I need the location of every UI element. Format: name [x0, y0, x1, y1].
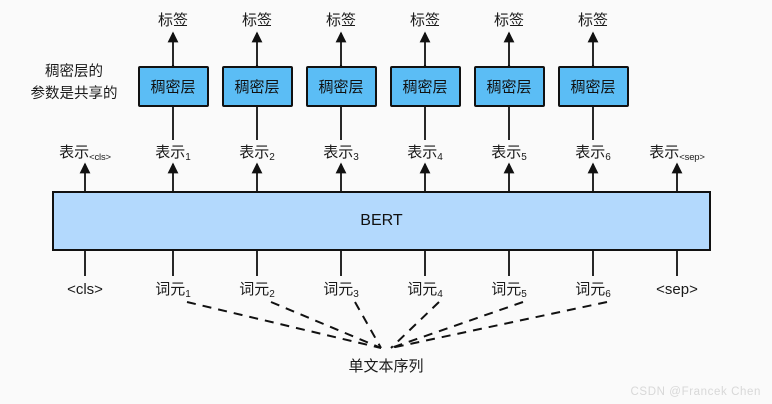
dense-layer-box-6[interactable]: 稠密层 — [557, 66, 629, 107]
dense-layer-box-5[interactable]: 稠密层 — [473, 66, 545, 107]
representation-label-3: 表示3 — [323, 144, 359, 163]
output-label-5: 标签 — [493, 12, 525, 29]
dense-layer-box-3[interactable]: 稠密层 — [305, 66, 377, 107]
sequence-leader-line-5 — [390, 301, 524, 349]
output-label-4: 标签 — [409, 12, 441, 29]
output-label-2: 标签 — [241, 12, 273, 29]
representation-label-base: 表示 — [649, 144, 680, 161]
shared-parameters-note-line1: 稠密层的 — [45, 64, 103, 80]
representation-label-4: 表示4 — [407, 144, 443, 163]
sequence-leader-line-3 — [354, 301, 382, 349]
dense-layer-box-1[interactable]: 稠密层 — [137, 66, 209, 107]
representation-label-base: 表示 — [407, 144, 438, 161]
token-label-0: <cls> — [67, 281, 103, 298]
sequence-leader-line-1 — [186, 301, 382, 349]
token-label-base: <cls> — [67, 281, 103, 298]
subscript: 4 — [437, 152, 443, 163]
bert-encoder-box[interactable]: BERT — [52, 191, 711, 251]
dense-layer-label: 稠密层 — [486, 79, 532, 96]
representation-label-0: 表示<cls> — [59, 144, 111, 163]
subscript: 1 — [185, 152, 191, 163]
single-text-sequence-caption: 单文本序列 — [348, 358, 424, 375]
representation-label-base: 表示 — [239, 144, 270, 161]
token-label-base: 词元 — [155, 281, 186, 298]
token-label-base: <sep> — [656, 281, 698, 298]
representation-label-1: 表示1 — [155, 144, 191, 163]
subscript: 4 — [437, 289, 443, 300]
subscript: 2 — [269, 152, 275, 163]
sequence-leader-line-4 — [390, 301, 440, 349]
subscript: 6 — [605, 289, 611, 300]
representation-label-base: 表示 — [155, 144, 186, 161]
shared-parameters-note-line2: 参数是共享的 — [30, 85, 118, 102]
dense-layer-label: 稠密层 — [150, 79, 196, 96]
subscript: 5 — [521, 289, 527, 300]
token-label-5: 词元5 — [491, 281, 527, 300]
token-label-2: 词元2 — [239, 281, 275, 300]
representation-label-5: 表示5 — [491, 144, 527, 163]
representation-label-base: 表示 — [59, 144, 90, 161]
token-label-7: <sep> — [656, 281, 698, 298]
output-label-1: 标签 — [157, 12, 189, 29]
csdn-watermark: CSDN @Francek Chen — [630, 386, 761, 398]
sequence-leader-line-2 — [270, 301, 382, 349]
representation-label-base: 表示 — [323, 144, 354, 161]
shared-parameters-note: 稠密层的 参数是共享的 — [18, 62, 130, 106]
bert-encoder-label: BERT — [360, 212, 403, 229]
sequence-leader-line-6 — [390, 301, 608, 349]
subscript: 3 — [353, 152, 359, 163]
token-label-4: 词元4 — [407, 281, 443, 300]
dense-layer-label: 稠密层 — [570, 79, 616, 96]
representation-label-base: 表示 — [491, 144, 522, 161]
token-label-base: 词元 — [575, 281, 606, 298]
token-label-1: 词元1 — [155, 281, 191, 300]
representation-label-2: 表示2 — [239, 144, 275, 163]
token-label-base: 词元 — [407, 281, 438, 298]
output-label-6: 标签 — [577, 12, 609, 29]
dense-layer-box-2[interactable]: 稠密层 — [221, 66, 293, 107]
token-label-3: 词元3 — [323, 281, 359, 300]
output-label-3: 标签 — [325, 12, 357, 29]
subscript: <sep> — [679, 152, 705, 163]
subscript: 6 — [605, 152, 611, 163]
dense-layer-label: 稠密层 — [402, 79, 448, 96]
subscript: 1 — [185, 289, 191, 300]
subscript: 5 — [521, 152, 527, 163]
token-label-6: 词元6 — [575, 281, 611, 300]
dense-layer-label: 稠密层 — [234, 79, 280, 96]
subscript: 2 — [269, 289, 275, 300]
representation-label-6: 表示6 — [575, 144, 611, 163]
subscript: 3 — [353, 289, 359, 300]
representation-label-base: 表示 — [575, 144, 606, 161]
dense-layer-label: 稠密层 — [318, 79, 364, 96]
subscript: <cls> — [89, 152, 111, 163]
token-label-base: 词元 — [239, 281, 270, 298]
representation-label-7: 表示<sep> — [649, 144, 705, 163]
token-label-base: 词元 — [491, 281, 522, 298]
token-label-base: 词元 — [323, 281, 354, 298]
dense-layer-box-4[interactable]: 稠密层 — [389, 66, 461, 107]
